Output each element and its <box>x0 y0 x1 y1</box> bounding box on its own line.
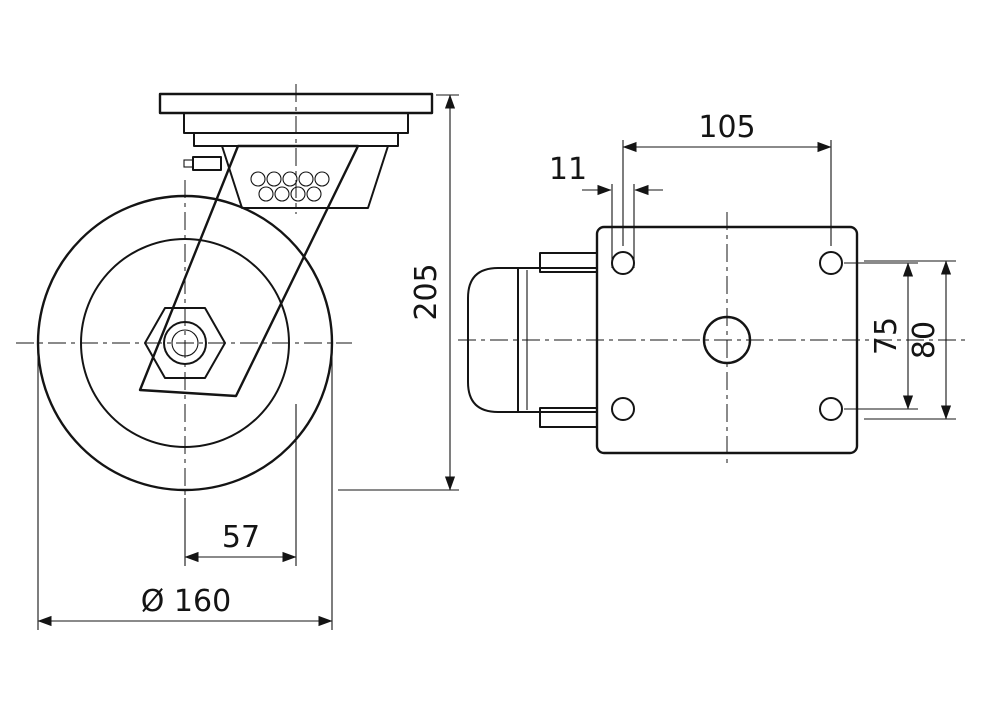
bearing-ball <box>314 171 330 187</box>
dim-hole-spacing-vertical-label: 75 <box>869 317 904 355</box>
axle-inner-circle <box>171 329 199 357</box>
dimension-hole-diameter: 11 <box>549 152 663 268</box>
dimension-wheel-diameter: Ø 160 <box>37 354 333 630</box>
wheel-silhouette <box>467 267 598 413</box>
bolt-hole-bottom-left <box>611 397 635 421</box>
dimension-slot-spacing: 80 <box>864 260 956 420</box>
fork-tab-top <box>539 252 598 273</box>
dim-hole-diameter-label: 11 <box>549 152 587 187</box>
bearing-balls <box>250 171 330 202</box>
bearing-ball <box>282 171 298 187</box>
dim-overall-height-label: 205 <box>409 263 444 320</box>
bearing-ball <box>258 186 274 202</box>
swivel-housing <box>221 145 389 209</box>
top-view: 105 11 75 80 <box>458 110 968 468</box>
wheel <box>36 194 334 492</box>
bearing-ball <box>290 186 306 202</box>
wheel-outer-circle <box>36 194 334 492</box>
dim-wheel-diameter-label: Ø 160 <box>141 584 231 619</box>
wheel-rim-circle <box>80 238 290 448</box>
center-hole <box>702 315 752 365</box>
dim-hole-spacing-horizontal-label: 105 <box>698 110 755 145</box>
bearing-ball <box>250 171 266 187</box>
dim-swivel-offset-label: 57 <box>222 520 260 555</box>
bearing-ball <box>298 171 314 187</box>
bolt-hole-top-left <box>611 251 635 275</box>
dimension-overall-height: 205 <box>338 94 459 491</box>
grease-nipple-tip <box>183 159 194 168</box>
dim-slot-spacing-label: 80 <box>907 321 942 359</box>
side-view: 205 57 Ø 160 <box>16 84 459 630</box>
axle-circle <box>163 321 207 365</box>
centerlines-side <box>16 84 352 516</box>
dimension-swivel-offset: 57 <box>184 404 297 566</box>
bolt-hole-top-right <box>819 251 843 275</box>
dimension-hole-spacing-vertical: 75 <box>844 262 918 410</box>
bearing-ball <box>274 186 290 202</box>
centerlines-top <box>458 212 968 468</box>
mounting-plate-outline <box>595 225 859 455</box>
fork-tab-bottom <box>539 407 598 428</box>
bearing-ball <box>266 171 282 187</box>
bearing-ball <box>306 186 322 202</box>
dimension-hole-spacing-horizontal: 105 <box>622 110 832 246</box>
swivel-bracket <box>138 92 434 398</box>
grease-nipple-body <box>192 156 222 171</box>
grease-nipple <box>183 156 222 171</box>
fork-leg <box>138 144 360 398</box>
bolt-hole-bottom-right <box>819 397 843 421</box>
hub-hex-nut <box>144 307 226 379</box>
